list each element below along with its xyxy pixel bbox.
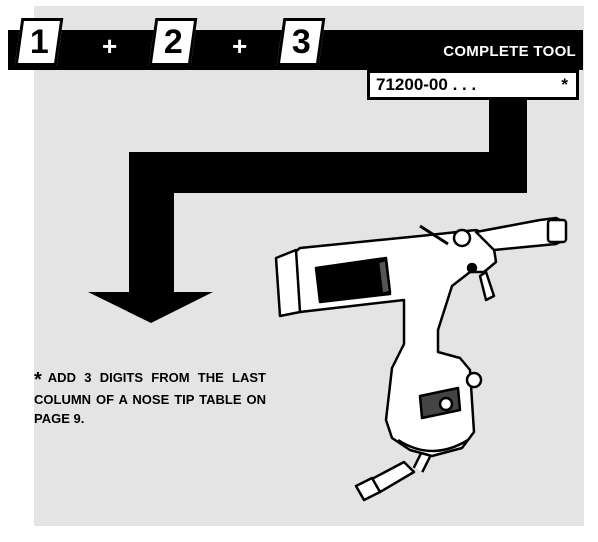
plus-sign: + bbox=[232, 31, 248, 61]
plus-sign: + bbox=[102, 31, 118, 61]
part-number-code: 71200-00 . . . bbox=[376, 75, 477, 94]
part-number-box: 71200-00 . . . * bbox=[367, 70, 579, 100]
footnote-text: ADD 3 DIGITS FROM THE LAST COLUMN OF A N… bbox=[34, 370, 266, 426]
complete-tool-title: COMPLETE TOOL bbox=[443, 43, 576, 60]
part-number-asterisk: * bbox=[561, 75, 568, 94]
footnote: *ADD 3 DIGITS FROM THE LAST COLUMN OF A … bbox=[34, 368, 266, 428]
footnote-asterisk: * bbox=[34, 369, 42, 391]
